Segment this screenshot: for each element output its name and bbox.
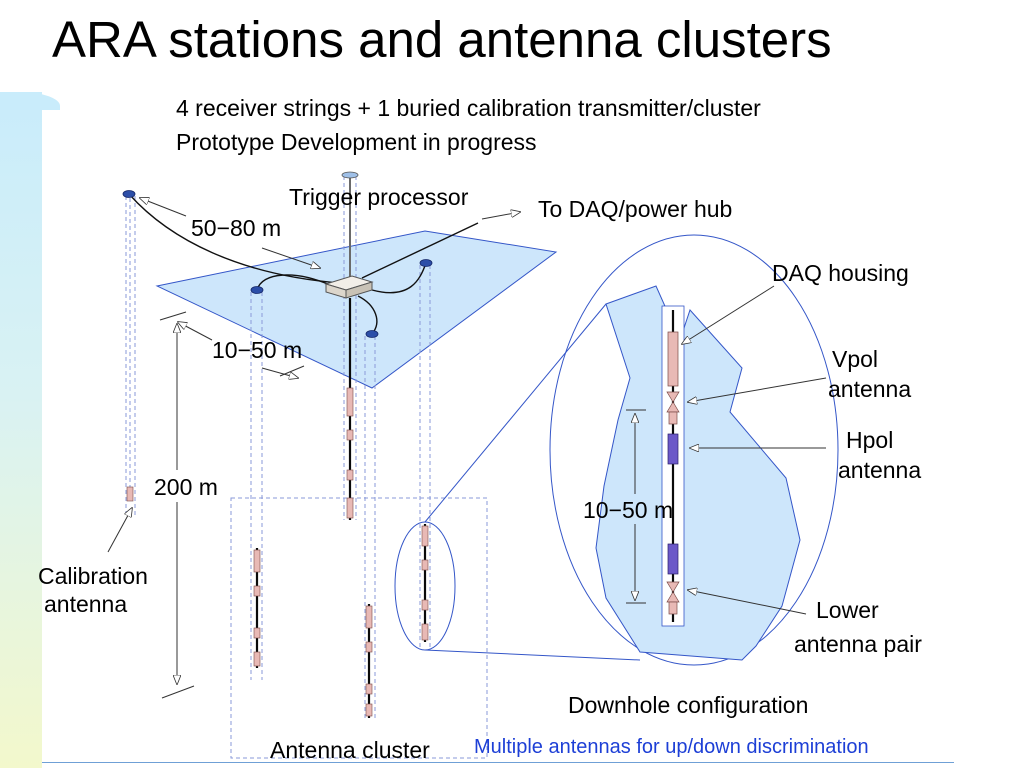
calibration-antenna-label-2: antenna: [44, 591, 127, 617]
downhole-string: [666, 310, 680, 622]
bottom-note: Multiple antennas for up/down discrimina…: [474, 736, 869, 758]
downhole-spacing-label: 10−50 m: [583, 497, 673, 523]
calibration-antenna-arrow: [107, 508, 132, 553]
zoom-line-bottom: [424, 649, 641, 661]
spacing-50-80-arrow-left: [140, 198, 187, 217]
hpol-label-1: Hpol: [846, 427, 893, 453]
daq-housing-label: DAQ housing: [772, 260, 909, 286]
trigger-processor-box: [324, 171, 374, 299]
antenna-cluster-label: Antenna cluster: [270, 737, 430, 763]
spacing-tick-left: [159, 311, 187, 321]
string-guides: [125, 176, 431, 720]
spacing-tick-right: [279, 365, 305, 377]
slide-side-curl: [0, 92, 60, 110]
calibration-antenna-label-1: Calibration: [38, 563, 148, 589]
trigger-processor-label: Trigger processor: [289, 184, 469, 210]
calibration-antenna: [126, 198, 134, 502]
daq-hub-arrow: [481, 212, 520, 220]
spacing-10-50-surface-label: 10−50 m: [212, 337, 302, 363]
surface-holes: [122, 190, 433, 338]
zoom-line-top: [424, 303, 607, 523]
bottom-rule: [42, 762, 954, 763]
hpol-antenna-device: [667, 433, 679, 465]
slide-side-bar: [0, 92, 42, 768]
hpol-label-2: antenna: [838, 457, 921, 483]
daq-housing-device: [667, 331, 679, 387]
slide-title: ARA stations and antenna clusters: [52, 11, 832, 68]
spacing-50-80-label: 50−80 m: [191, 215, 281, 241]
spacing-50-80-arrow-right: [261, 247, 320, 268]
vpol-pointer: [688, 377, 827, 402]
lower-pair-pointer: [688, 590, 807, 615]
lower-pair-label-2: antenna pair: [794, 631, 922, 657]
spacing-10-50-arrow-right: [261, 367, 298, 378]
lower-pair-label-1: Lower: [816, 597, 879, 623]
downhole-configuration-label: Downhole configuration: [568, 692, 808, 718]
surface-cables: [128, 193, 479, 335]
zoom-detail-ellipse: [549, 234, 839, 666]
daq-housing-pointer: [682, 285, 775, 344]
subtitle-line-2: Prototype Development in progress: [176, 129, 537, 155]
depth-200-tick-bottom: [161, 685, 195, 699]
spacing-10-50-arrow-left: [178, 322, 213, 341]
antenna-cluster-box: [230, 497, 488, 759]
downhole-ice-region: [595, 285, 801, 661]
depth-200-label: 200 m: [154, 474, 218, 500]
string-antenna-beads: [253, 387, 429, 717]
daq-hub-label: To DAQ/power hub: [538, 196, 732, 222]
vpol-label-1: Vpol: [832, 346, 878, 372]
subtitle-line-1: 4 receiver strings + 1 buried calibratio…: [176, 95, 761, 121]
vpol-label-2: antenna: [828, 376, 911, 402]
